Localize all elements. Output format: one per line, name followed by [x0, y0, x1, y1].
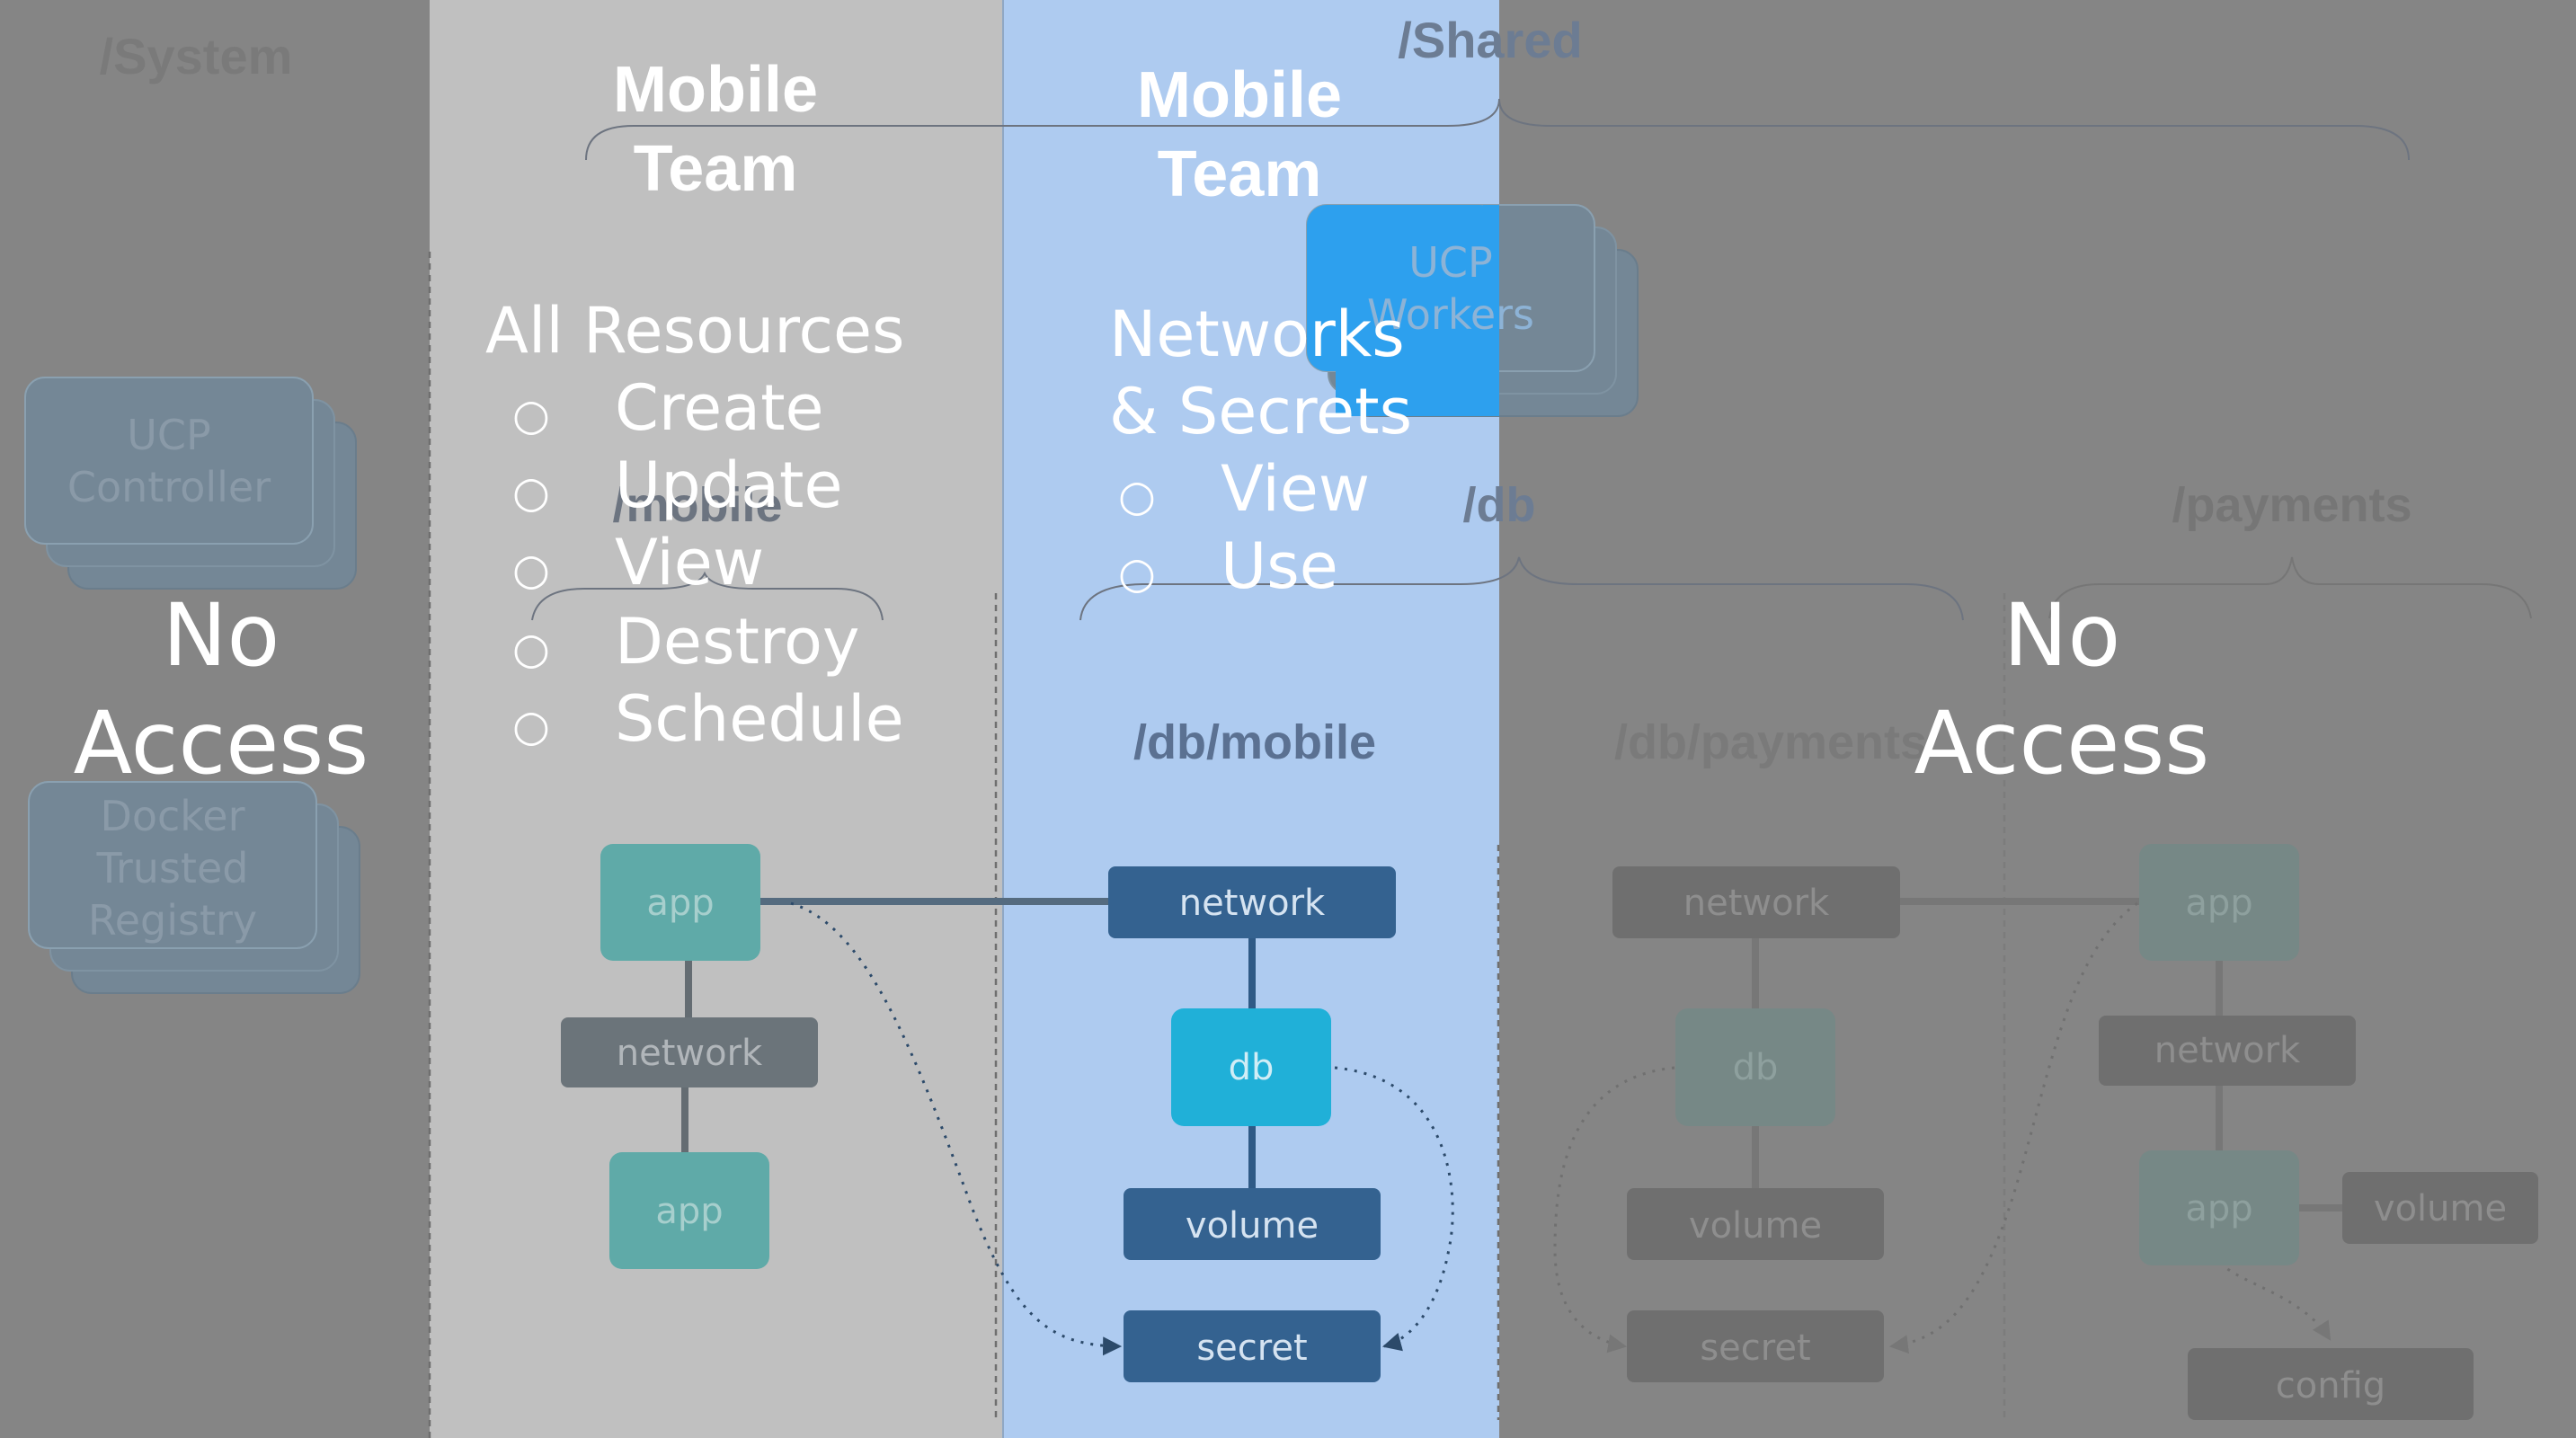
bullet: ○: [512, 701, 550, 751]
right-no-access-line2: Access: [1914, 693, 2210, 794]
limited-access-heading-line1: Networks: [1109, 297, 1405, 371]
connections: [681, 898, 2344, 1212]
payments-config-node: config: [2188, 1348, 2474, 1420]
no-access-left-panel: [0, 0, 430, 1438]
path-payments: /payments: [2172, 478, 2412, 532]
db-mobile-volume-node: volume: [1124, 1188, 1381, 1260]
node-label: volume: [1689, 1205, 1822, 1247]
permission-view: View: [615, 526, 764, 599]
permission-destroy: Destroy: [615, 605, 859, 679]
node-label: volume: [2374, 1188, 2507, 1229]
shared-brace: [585, 98, 2410, 161]
payments-brace: [2048, 556, 2532, 619]
node-label: network: [1683, 883, 1830, 924]
ucp-controller-stack: UCP Controller: [24, 377, 357, 590]
ucp-workers-line2: Workers: [1367, 290, 1534, 339]
bullet: ○: [1118, 548, 1156, 599]
limited-access-team-line2: Team: [1158, 138, 1322, 210]
node-label: app: [2185, 1188, 2252, 1229]
dtr-line2: Trusted: [96, 844, 249, 892]
left-no-access-line1: No: [163, 585, 280, 686]
db-mobile-db-node: db: [1171, 1008, 1331, 1126]
ucp-controller-line1: UCP: [127, 411, 211, 459]
mobile-network-node: network: [561, 1017, 818, 1087]
full-access-heading: All Resources: [485, 294, 905, 368]
node-label: network: [2154, 1030, 2301, 1071]
payments-app-node-2: app: [2139, 1150, 2299, 1265]
db-mobile-secret-node: secret: [1124, 1310, 1381, 1382]
db-mobile-network-node: network: [1108, 866, 1396, 938]
limited-access-permissions: ○ View ○ Use: [1118, 452, 1370, 603]
right-no-access-line1: No: [2003, 585, 2121, 686]
limited-access-heading-line2: & Secrets: [1109, 375, 1412, 448]
node-label: secret: [1700, 1327, 1810, 1369]
payments-network-node: network: [2099, 1016, 2356, 1086]
permission-update: Update: [615, 448, 843, 522]
left-no-access-line2: Access: [74, 693, 369, 794]
bullet: ○: [1118, 471, 1156, 521]
node-label: db: [1733, 1047, 1779, 1088]
dtr-line3: Registry: [88, 896, 257, 945]
ucp-workers-stack: UCP Workers: [1306, 204, 1639, 417]
db-brace: [1079, 556, 1964, 621]
path-db-mobile: /db/mobile: [1133, 715, 1376, 769]
full-access-team-line2: Team: [634, 133, 798, 205]
bullet: ○: [512, 624, 550, 674]
mobile-app-node: app: [600, 844, 760, 961]
node-label: app: [655, 1191, 723, 1232]
path-db: /db: [1463, 478, 1536, 532]
node-label: network: [1179, 883, 1326, 924]
node-label: config: [2276, 1365, 2385, 1407]
node-label: volume: [1186, 1205, 1319, 1247]
bullet: ○: [512, 545, 550, 595]
path-mobile: /mobile: [612, 478, 782, 532]
limited-access-team-line1: Mobile: [1137, 59, 1342, 131]
node-label: app: [2185, 883, 2252, 924]
payments-volume-node: volume: [2342, 1172, 2538, 1244]
permission-create: Create: [615, 371, 824, 445]
full-access-permissions: ○ Create ○ Update ○ View ○ Destroy ○ Sch…: [512, 371, 904, 756]
db-payments-network-node: network: [1612, 866, 1900, 938]
full-access-team-line1: Mobile: [613, 54, 818, 126]
permission-schedule: Schedule: [615, 682, 904, 756]
dotted-references: [790, 901, 2332, 1356]
ucp-controller-line2: Controller: [67, 463, 271, 511]
dtr-line1: Docker: [100, 792, 244, 840]
node-label: app: [646, 883, 714, 924]
node-label: db: [1229, 1047, 1275, 1088]
mobile-brace: [531, 571, 884, 621]
permission-use: Use: [1221, 529, 1338, 603]
node-label: network: [617, 1033, 763, 1074]
db-payments-volume-node: volume: [1627, 1188, 1884, 1260]
bullet: ○: [512, 390, 550, 440]
path-db-payments: /db/payments: [1614, 715, 1927, 769]
payments-app-node: app: [2139, 844, 2299, 961]
db-payments-secret-node: secret: [1627, 1310, 1884, 1382]
bullet: ○: [512, 467, 550, 518]
mobile-app-node-2: app: [609, 1152, 769, 1269]
path-shared: /Shared: [1398, 12, 1582, 68]
ucp-workers-line1: UCP: [1408, 238, 1493, 287]
dtr-stack: Docker Trusted Registry: [28, 781, 360, 994]
node-label: secret: [1196, 1327, 1307, 1369]
permission-view: View: [1221, 452, 1370, 526]
path-system: /System: [100, 28, 293, 84]
db-payments-db-node: db: [1675, 1008, 1835, 1126]
